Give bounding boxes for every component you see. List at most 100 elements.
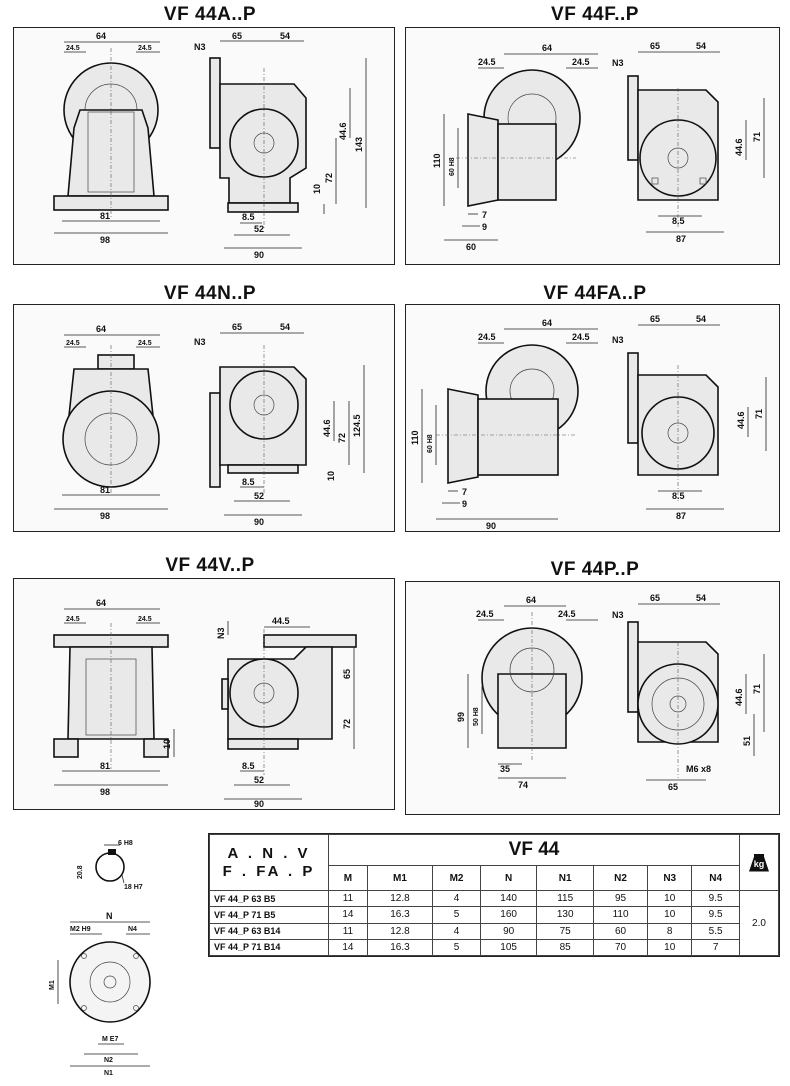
col-m: M: [328, 865, 368, 891]
col-n2: N2: [592, 865, 649, 891]
row-label: VF 44_P 63 B5: [209, 889, 329, 908]
dim-n3: N3: [216, 627, 226, 639]
dim-24-5-left: 24.5: [476, 609, 494, 619]
header-anv: A . N . V: [227, 844, 311, 862]
flange-dim-m1: M1: [49, 980, 56, 990]
cell: 8: [647, 922, 693, 940]
dim-60-h8: 60 H8: [449, 157, 456, 176]
cell: 110: [592, 906, 649, 924]
dim-64: 64: [96, 598, 106, 608]
dim-24-5-right: 24.5: [138, 45, 152, 52]
dim-24-5-right: 24.5: [138, 616, 152, 623]
header-ffap: F . FA . P: [222, 862, 316, 880]
table-row: VF 44_P 63 B14 11 12.8 4 90 75 60 8 5.5: [209, 922, 779, 940]
dim-64: 64: [96, 324, 106, 334]
dim-110: 110: [410, 430, 420, 445]
dim-n3: N3: [612, 58, 624, 68]
cell: 14: [328, 906, 368, 924]
flange-dim-n1: N1: [104, 1070, 113, 1077]
flange-dim-n4: N4: [128, 926, 137, 933]
dim-9: 9: [482, 222, 487, 232]
drawing-vf44a: 64 24.5 24.5 81 98 N3 65 54 44.6 143 72 …: [53, 31, 367, 260]
dim-24-5-right: 24.5: [572, 332, 590, 342]
dim-8-5: 8.5: [672, 216, 685, 226]
dim-90: 90: [254, 799, 264, 809]
dim-74: 74: [518, 780, 528, 790]
dim-81: 81: [100, 761, 110, 771]
dim-51: 51: [742, 736, 752, 746]
cell: 90: [479, 922, 538, 940]
cell: 11: [328, 922, 368, 940]
shaft-detail: 6 H8 20.8 18 H7: [60, 835, 170, 895]
table-header-left: A . N . V F . FA . P: [209, 834, 329, 891]
dim-87: 87: [676, 234, 686, 244]
dim-52: 52: [254, 491, 264, 501]
dim-44-5: 44.5: [272, 616, 290, 626]
table-row: VF 44_P 71 B5 14 16.3 5 160 130 110 10 9…: [209, 906, 779, 924]
dim-60: 60: [466, 242, 476, 252]
cell: 4: [432, 889, 481, 908]
table-row: VF 44_P 71 B14 14 16.3 5 105 85 70 10 7: [209, 938, 779, 957]
dim-72: 72: [337, 433, 347, 443]
dim-52: 52: [254, 775, 264, 785]
cell: 85: [536, 938, 594, 957]
dim-65: 65: [650, 314, 660, 324]
cell: 7: [691, 938, 740, 957]
col-m2: M2: [432, 865, 481, 891]
cell: 10: [647, 906, 693, 924]
title-vf44p: VF 44P..P: [550, 559, 640, 580]
dim-44-6: 44.6: [734, 138, 744, 156]
cell: 11: [328, 889, 368, 908]
dim-60-h8: 60 H8: [427, 434, 434, 453]
panel-vf44v: 64 24.5 24.5 10 81 98 N3 44.5 65 72 8.5 …: [13, 578, 395, 810]
cell: 130: [536, 906, 594, 924]
header-vf44: VF 44: [328, 834, 740, 866]
cell: 12.8: [366, 889, 434, 908]
col-n: N: [479, 865, 538, 891]
cell: 5.5: [691, 922, 740, 940]
dimension-table: A . N . V F . FA . P VF 44 kg M M1 M2 N …: [208, 833, 780, 957]
dim-n3: N3: [194, 42, 206, 52]
dim-24-5-left: 24.5: [66, 616, 80, 623]
cell: 70: [592, 938, 649, 957]
drawing-vf44v: 64 24.5 24.5 10 81 98 N3 44.5 65 72 8.5 …: [53, 598, 357, 809]
dim-71: 71: [754, 409, 764, 419]
flange-detail: N M2 H9 N4 M1 M E7 N2 N1: [40, 910, 170, 1078]
cell: 160: [479, 906, 538, 924]
dim-54: 54: [280, 31, 290, 41]
dim-50-h8: 50 H8: [473, 707, 480, 726]
cell: 10: [647, 889, 693, 908]
dim-24-5-left: 24.5: [66, 340, 80, 347]
drawing-vf44n: 64 24.5 24.5 81 98 N3 65 54 44.6 124.5 7…: [54, 322, 365, 527]
col-n3: N3: [647, 865, 693, 891]
dim-44-6: 44.6: [734, 688, 744, 706]
dim-54: 54: [696, 314, 706, 324]
panel-vf44n: 64 24.5 24.5 81 98 N3 65 54 44.6 124.5 7…: [13, 304, 395, 532]
dim-8-5: 8.5: [242, 761, 255, 771]
dim-65-bottom: 65: [668, 782, 678, 792]
dim-87: 87: [676, 511, 686, 521]
dim-65: 65: [342, 669, 352, 679]
dim-65: 65: [232, 322, 242, 332]
dim-81: 81: [100, 211, 110, 221]
dim-8-5: 8.5: [672, 491, 685, 501]
shaft-bore-18h7: 18 H7: [124, 884, 143, 891]
cell: 10: [647, 938, 693, 957]
dim-143: 143: [354, 137, 364, 152]
drawing-vf44p: 64 24.5 24.5 99 50 H8 35 74 N3 65 54 44.…: [456, 593, 765, 792]
panel-vf44fa: 64 24.5 24.5 110 60 H8 7 9 90 N3 65 54 4…: [405, 304, 780, 532]
cell: 16.3: [366, 906, 434, 924]
dim-72: 72: [342, 719, 352, 729]
cell: 95: [592, 889, 649, 908]
dim-24-5-right: 24.5: [138, 340, 152, 347]
row-label: VF 44_P 63 B14: [209, 922, 329, 940]
dim-7: 7: [482, 210, 487, 220]
dim-54: 54: [696, 41, 706, 51]
title-vf44a: VF 44A..P: [163, 4, 257, 25]
flange-dim-m2-h9: M2 H9: [70, 926, 91, 933]
cell: 115: [536, 889, 594, 908]
dim-124-5: 124.5: [352, 414, 362, 437]
dim-24-5-right: 24.5: [558, 609, 576, 619]
dim-24-5-left: 24.5: [478, 57, 496, 67]
col-m1: M1: [366, 865, 434, 891]
